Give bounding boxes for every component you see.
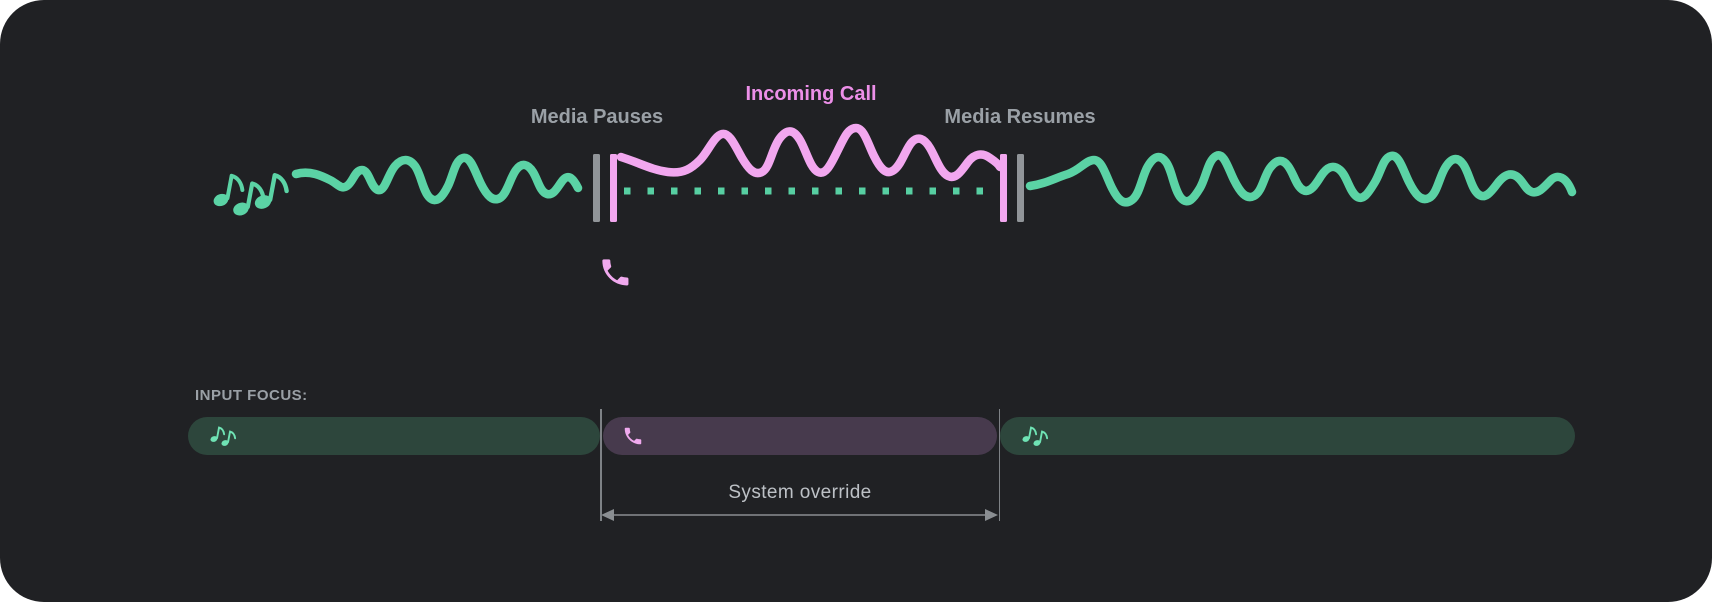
media-pauses-label: Media Pauses [530, 106, 664, 128]
focus-bar-media-after [1000, 417, 1575, 455]
media-wave-before [291, 153, 583, 205]
focus-bar-media-before [188, 417, 600, 455]
focus-bar-call [603, 417, 997, 455]
incoming-call-wave [616, 123, 1005, 182]
phone-icon [624, 427, 642, 445]
media-resumes-label: Media Resumes [944, 106, 1096, 128]
media-pause-marker-pink [610, 154, 617, 222]
media-pause-marker-gray [593, 154, 600, 222]
override-start-line [600, 409, 602, 521]
music-notes-icon [210, 426, 237, 446]
media-resume-marker-pink [1000, 154, 1007, 222]
incoming-call-label: Incoming Call [745, 83, 877, 105]
music-notes-icon [1022, 426, 1049, 446]
phone-icon [602, 259, 629, 286]
music-notes-icon [209, 175, 287, 218]
input-focus-heading: INPUT FOCUS: [195, 387, 308, 404]
media-resume-marker-gray [1017, 154, 1024, 222]
system-override-arrow [601, 509, 998, 521]
system-override-label: System override [728, 482, 872, 503]
media-wave-after [1025, 151, 1577, 207]
override-end-line [998, 409, 1000, 521]
